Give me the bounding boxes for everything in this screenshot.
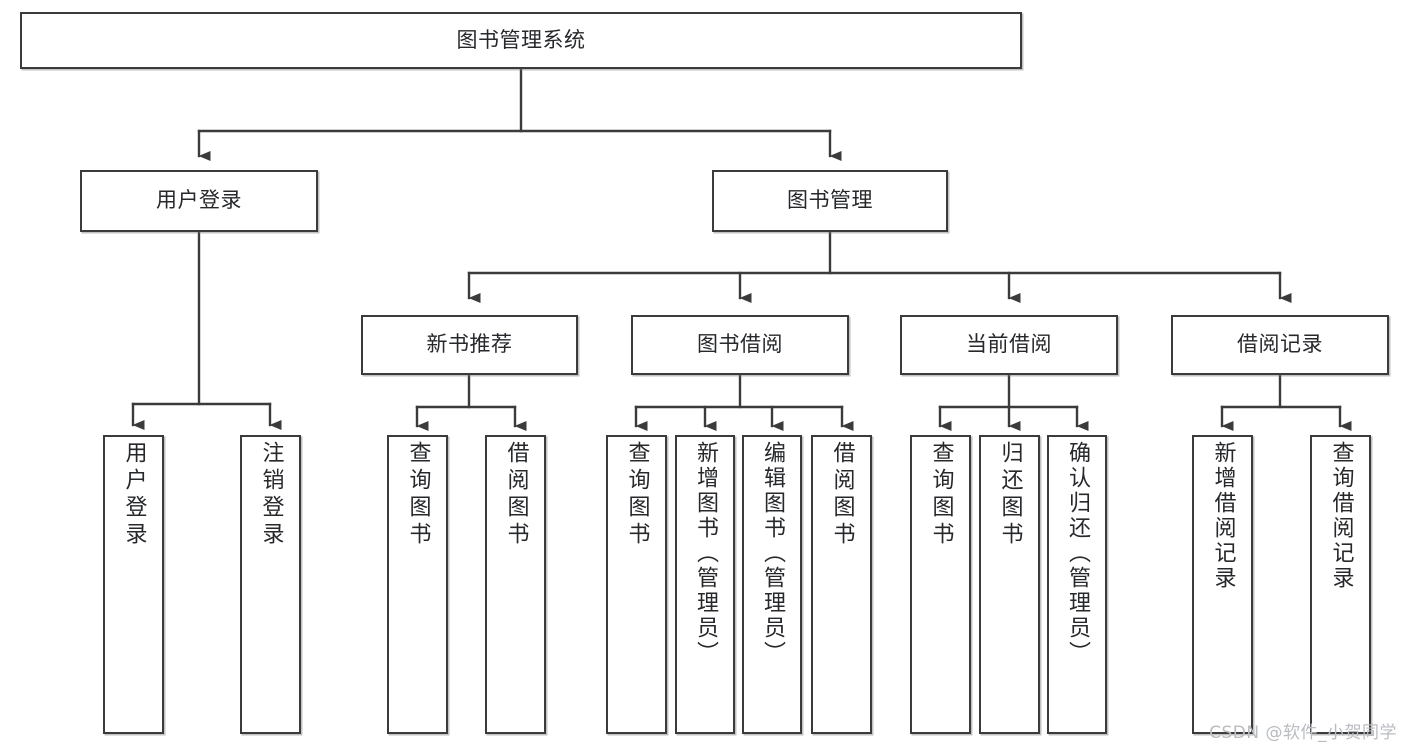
node-leaf-add-book-label: 新增图书（管理员） bbox=[693, 441, 718, 666]
node-leaf-return-book-label: 归还图书 bbox=[997, 441, 1023, 549]
node-book-manage[interactable]: 图书管理 bbox=[712, 170, 948, 232]
node-leaf-add-record[interactable]: 新增借阅记录 bbox=[1192, 435, 1253, 734]
node-leaf-borrow-book-1[interactable]: 借阅图书 bbox=[485, 435, 546, 734]
node-leaf-query-book-1-label: 查询图书 bbox=[405, 441, 431, 549]
node-leaf-confirm-return[interactable]: 确认归还（管理员） bbox=[1047, 435, 1107, 734]
node-book-manage-label: 图书管理 bbox=[787, 188, 873, 213]
node-leaf-add-book[interactable]: 新增图书（管理员） bbox=[675, 435, 735, 734]
node-leaf-logout-login-label: 注销登录 bbox=[258, 441, 284, 549]
node-book-borrow[interactable]: 图书借阅 bbox=[631, 315, 849, 375]
node-leaf-edit-book[interactable]: 编辑图书（管理员） bbox=[742, 435, 802, 734]
node-borrow-record-label: 借阅记录 bbox=[1237, 332, 1323, 357]
node-leaf-query-record[interactable]: 查询借阅记录 bbox=[1310, 435, 1371, 734]
node-leaf-borrow-book-2-label: 借阅图书 bbox=[829, 441, 855, 549]
node-leaf-query-book-3-label: 查询图书 bbox=[928, 441, 954, 549]
node-leaf-query-book-3[interactable]: 查询图书 bbox=[910, 435, 971, 734]
node-leaf-add-record-label: 新增借阅记录 bbox=[1210, 441, 1236, 591]
node-current-borrow-label: 当前借阅 bbox=[966, 332, 1052, 357]
node-leaf-user-login-label: 用户登录 bbox=[121, 441, 147, 549]
node-leaf-query-book-2[interactable]: 查询图书 bbox=[606, 435, 667, 734]
node-leaf-edit-book-label: 编辑图书（管理员） bbox=[760, 441, 785, 666]
node-leaf-borrow-book-1-label: 借阅图书 bbox=[503, 441, 529, 549]
watermark-text: CSDN @软件_小贺同学 bbox=[1209, 723, 1397, 743]
node-leaf-query-book-1[interactable]: 查询图书 bbox=[387, 435, 448, 734]
node-book-borrow-label: 图书借阅 bbox=[697, 332, 783, 357]
node-user-login[interactable]: 用户登录 bbox=[80, 170, 318, 232]
node-new-book-recommend-label: 新书推荐 bbox=[426, 332, 513, 357]
node-leaf-logout-login[interactable]: 注销登录 bbox=[240, 435, 301, 734]
node-leaf-user-login[interactable]: 用户登录 bbox=[103, 435, 164, 734]
node-borrow-record[interactable]: 借阅记录 bbox=[1171, 315, 1389, 375]
node-user-login-label: 用户登录 bbox=[156, 188, 242, 213]
node-leaf-query-record-label: 查询借阅记录 bbox=[1328, 441, 1354, 591]
node-leaf-confirm-return-label: 确认归还（管理员） bbox=[1065, 441, 1090, 666]
node-leaf-borrow-book-2[interactable]: 借阅图书 bbox=[811, 435, 872, 734]
node-root-label: 图书管理系统 bbox=[456, 27, 586, 52]
node-leaf-return-book[interactable]: 归还图书 bbox=[979, 435, 1040, 734]
node-root[interactable]: 图书管理系统 bbox=[20, 12, 1022, 69]
node-current-borrow[interactable]: 当前借阅 bbox=[900, 315, 1118, 375]
node-leaf-query-book-2-label: 查询图书 bbox=[624, 441, 650, 549]
node-new-book-recommend[interactable]: 新书推荐 bbox=[361, 315, 578, 375]
